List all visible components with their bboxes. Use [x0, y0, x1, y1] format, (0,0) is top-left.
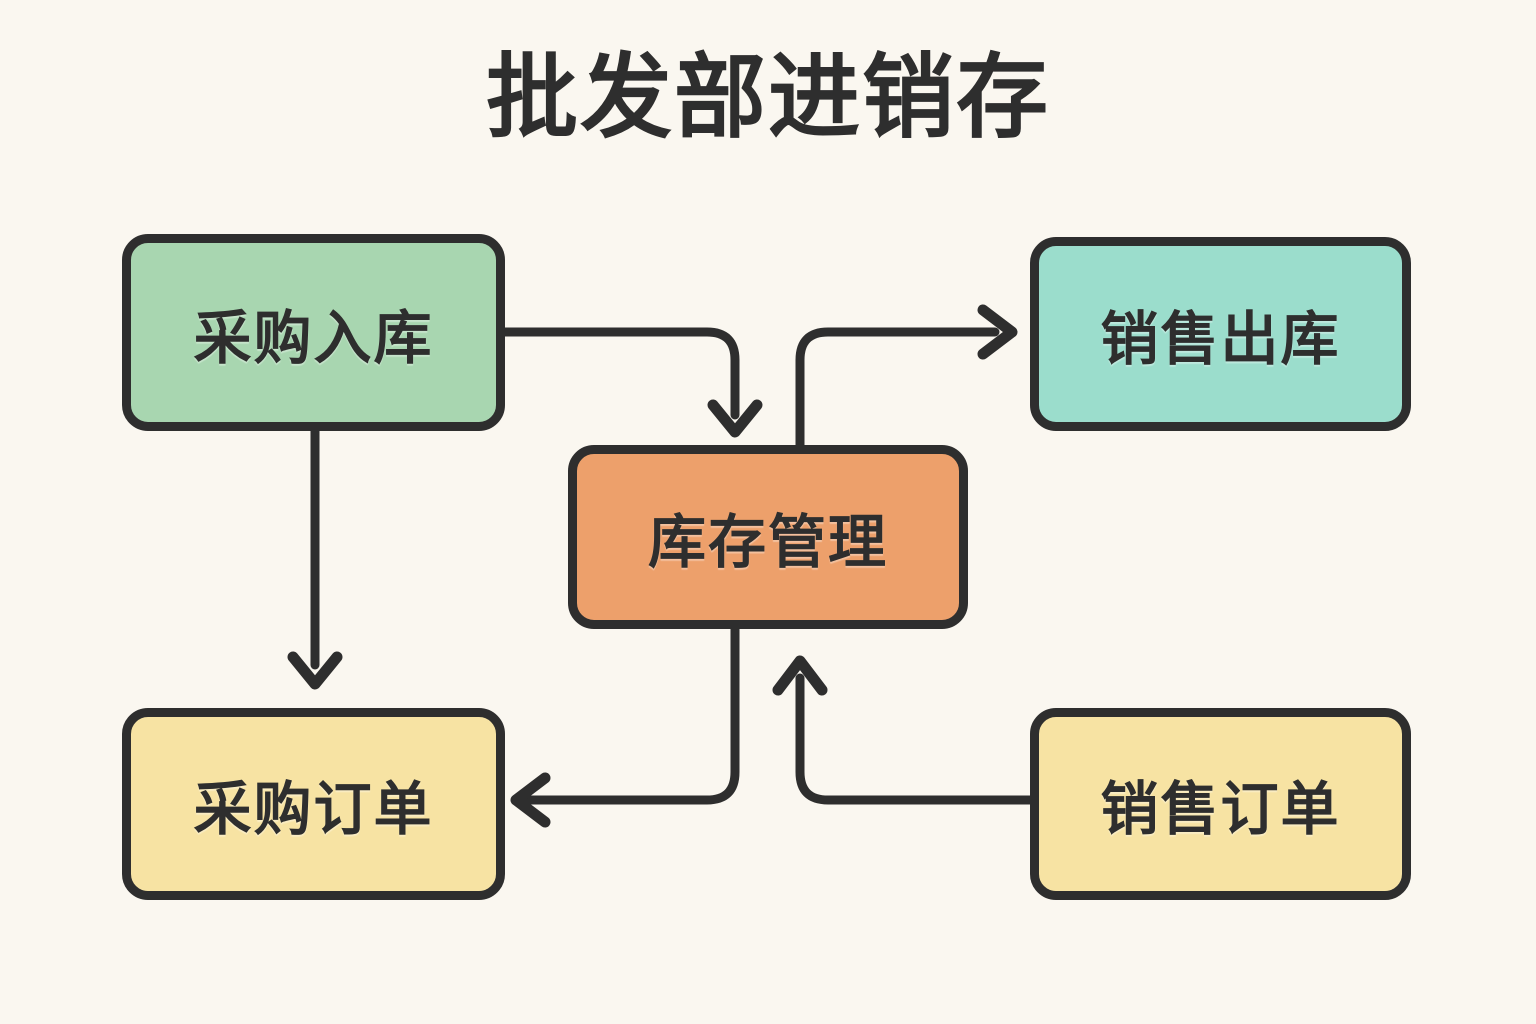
- node-label-sales-outbound: 销售出库: [1100, 307, 1341, 372]
- node-sales-outbound[interactable]: 销售出库: [1030, 237, 1411, 431]
- node-label-purchase-inbound: 采购入库: [193, 305, 434, 371]
- node-label-inventory-management: 库存管理: [647, 510, 888, 575]
- node-label-sales-order: 销售订单: [1100, 777, 1341, 842]
- edge-inbound-to-purchase-order: [287, 426, 343, 690]
- edge-sales-order-to-inventory: [772, 655, 1035, 805]
- node-label-purchase-order: 采购订单: [193, 777, 434, 842]
- node-purchase-order[interactable]: 采购订单: [122, 708, 505, 900]
- edge-inventory-to-outbound: [795, 304, 1018, 450]
- node-inventory-management[interactable]: 库存管理: [568, 445, 968, 629]
- page-title: 批发部进销存: [485, 47, 1050, 149]
- edge-inventory-to-purchase-order: [510, 624, 740, 828]
- node-sales-order[interactable]: 销售订单: [1030, 708, 1411, 900]
- node-purchase-inbound[interactable]: 采购入库: [122, 234, 505, 431]
- edge-inbound-to-inventory: [500, 327, 763, 438]
